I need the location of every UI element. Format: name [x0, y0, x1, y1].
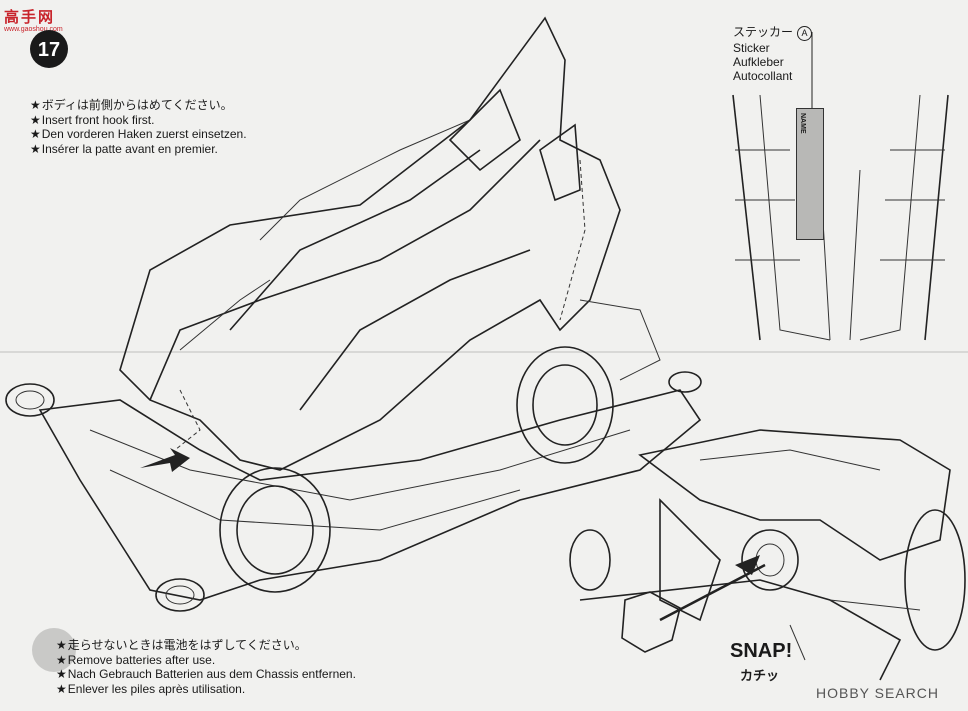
- sticker-strip: NAME: [796, 108, 824, 240]
- step-number-badge: 17: [30, 30, 68, 68]
- hobby-search-watermark: HOBBY SEARCH: [816, 685, 939, 701]
- sticker-label-de: Aufkleber: [733, 55, 784, 69]
- sticker-strip-text: NAME: [799, 113, 806, 134]
- note-line-de: Den vorderen Haken zuerst einsetzen.: [30, 127, 247, 142]
- battery-note: 走らせないときは電池をはずしてください。 Remove batteries af…: [56, 638, 356, 696]
- site-logo: 高手网: [4, 9, 56, 26]
- car-body: [119, 16, 621, 471]
- note-line-fr: Insérer la patte avant en premier.: [30, 142, 247, 157]
- snap-label: SNAP!: [730, 640, 793, 662]
- rear-closeup-view: [569, 429, 966, 681]
- chassis: [38, 299, 702, 601]
- sticker-code-badge: A: [797, 26, 813, 41]
- body-hook-note: ボディは前側からはめてください。 Insert front hook first…: [30, 98, 247, 156]
- site-logo-url: www.gaoshou.com: [4, 26, 63, 33]
- hook-arrow-icon: [140, 448, 190, 472]
- battery-line-jp: 走らせないときは電池をはずしてください。: [56, 638, 356, 653]
- battery-line-en: Remove batteries after use.: [56, 653, 356, 668]
- battery-line-fr: Enlever les piles après utilisation.: [56, 682, 356, 697]
- battery-line-de: Nach Gebrauch Batterien aus dem Chassis …: [56, 667, 356, 682]
- sticker-label-fr: Autocollant: [733, 69, 793, 83]
- note-line-jp: ボディは前側からはめてください。: [30, 98, 247, 113]
- note-line-en: Insert front hook first.: [30, 113, 247, 128]
- snap-label-jp: カチッ: [740, 668, 780, 683]
- sticker-label-jp: ステッカー: [733, 25, 794, 39]
- sticker-label-en: Sticker: [733, 41, 770, 55]
- wheels: [5, 346, 702, 612]
